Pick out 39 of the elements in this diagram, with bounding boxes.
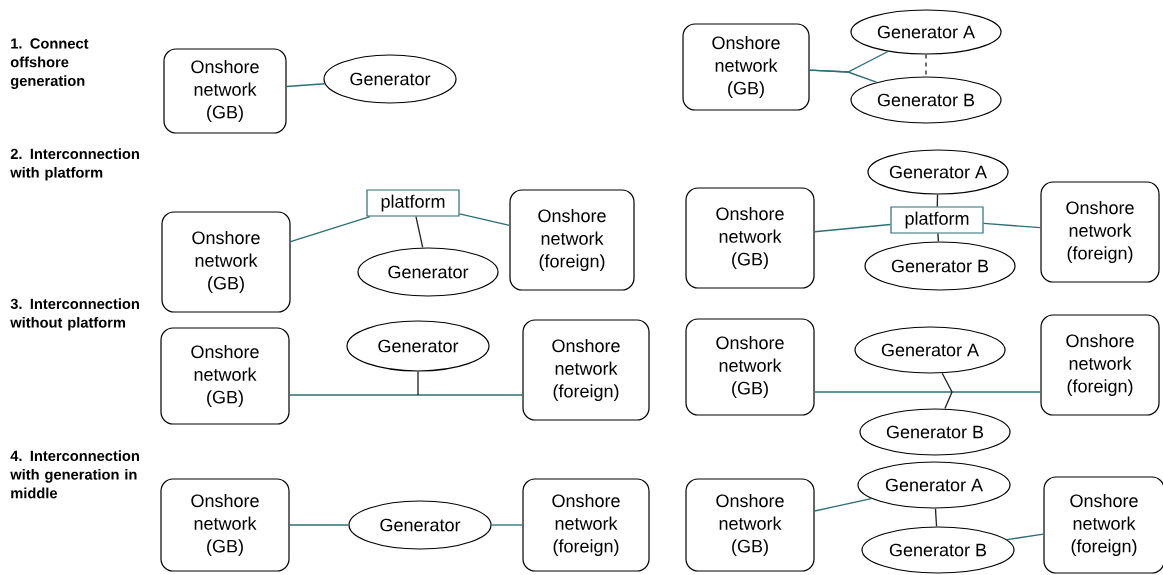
connector-line bbox=[288, 524, 350, 526]
platform-box: platform bbox=[366, 189, 460, 217]
connector-line bbox=[813, 223, 892, 233]
network-box: Onshore network (GB) bbox=[685, 478, 815, 572]
connector-line bbox=[289, 215, 371, 243]
network-box: Onshore network (GB) bbox=[685, 187, 815, 289]
connector-line bbox=[813, 497, 873, 512]
row-heading: 3. Interconnection without platform bbox=[10, 298, 139, 331]
network-box: Onshore network (GB) bbox=[163, 48, 287, 134]
row-heading: 4. Interconnection with generation in middle bbox=[10, 450, 139, 499]
connector-line bbox=[982, 222, 1042, 229]
network-box: Onshore network (foreign) bbox=[1043, 476, 1163, 574]
connector-line bbox=[936, 193, 939, 208]
connector-line bbox=[1006, 533, 1045, 541]
connector-line bbox=[937, 232, 940, 243]
network-box: Onshore network (foreign) bbox=[1040, 181, 1160, 283]
platform-box: platform bbox=[890, 206, 984, 234]
network-box: Onshore network (foreign) bbox=[509, 189, 635, 291]
connector-line bbox=[813, 391, 1042, 393]
connector-line bbox=[417, 370, 419, 396]
network-box: Onshore network (foreign) bbox=[1040, 314, 1160, 416]
connector-line bbox=[490, 524, 524, 526]
connector-line bbox=[808, 69, 878, 83]
network-box: Onshore network (GB) bbox=[160, 327, 290, 425]
network-box: Onshore network (GB) bbox=[682, 23, 810, 111]
connector-line bbox=[415, 215, 424, 249]
connector-line bbox=[941, 372, 953, 410]
connector-line bbox=[934, 507, 938, 528]
connector-line bbox=[288, 394, 524, 396]
network-box: Onshore network (GB) bbox=[160, 478, 290, 572]
network-box: Onshore network (foreign) bbox=[522, 478, 650, 572]
network-box: Onshore network (GB) bbox=[161, 211, 291, 313]
row-heading: 2. Interconnection with platform bbox=[10, 148, 139, 181]
network-box: Onshore network (GB) bbox=[685, 318, 815, 416]
connector-line bbox=[925, 53, 927, 78]
connector-line bbox=[458, 213, 511, 227]
row-heading: 1. Connect offshore generation bbox=[10, 38, 89, 89]
network-box: Onshore network (foreign) bbox=[522, 319, 650, 421]
connector-line bbox=[285, 83, 326, 88]
